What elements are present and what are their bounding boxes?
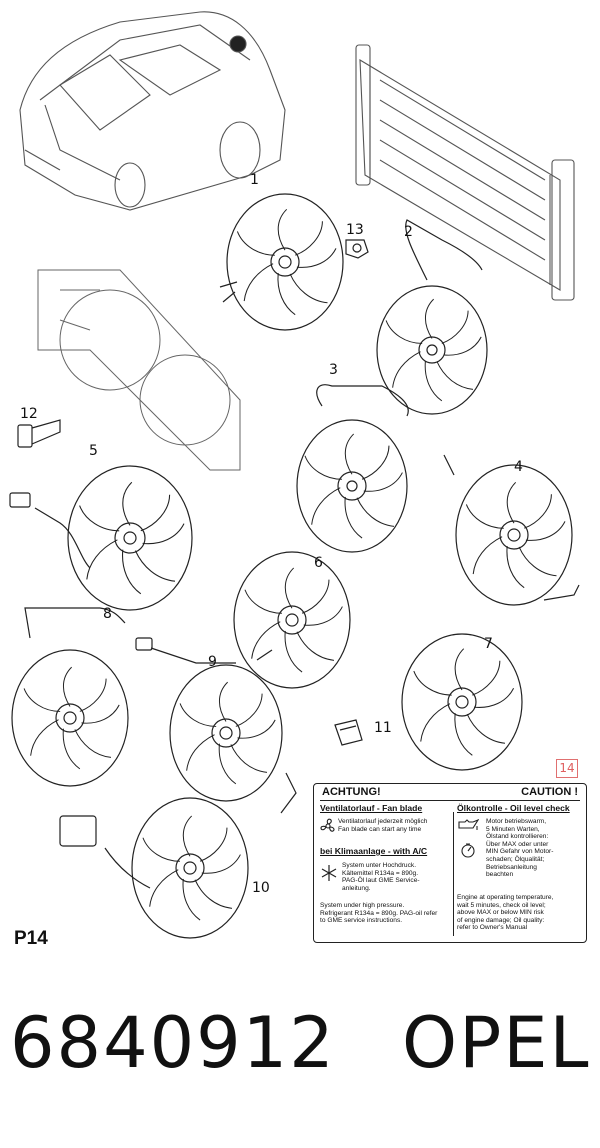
radiator-outline [355,44,575,301]
callout-5: 5 [89,443,98,459]
callout-13: 13 [346,222,364,238]
fan-shroud-outline [37,269,241,471]
callout-14: 14 [556,759,578,778]
caution-right-title: CAUTION ! [521,786,578,798]
brand-name: OPEL [402,1002,591,1084]
fan-assembly-3 [296,384,409,553]
connector-part-11 [334,719,363,746]
oil-level-text-english: Engine at operating temperature, wait 5 … [457,894,554,932]
timer-icon [461,843,475,858]
callout-12: 12 [20,406,38,422]
oil-level-heading: Ölkontrolle - Oil level check [457,803,570,813]
caution-left-title: ACHTUNG! [322,786,381,798]
part-number: 6840912 [10,1002,336,1084]
caution-label: ACHTUNG! CAUTION ! Ventilatorlauf - Fan … [313,783,587,943]
callout-6: 6 [314,555,323,571]
ac-text-english: System under high pressure. Refrigerant … [320,902,438,925]
ac-heading: bei Klimaanlage - with A/C [320,846,428,856]
fan-assembly-10 [59,797,249,939]
fan-warning-icon [320,818,335,832]
fan-assembly-4 [443,454,580,606]
fan-assembly-8 [11,607,129,787]
diagram-drawing [9,11,580,939]
snowflake-icon [321,865,337,881]
fan-assembly-9 [135,637,297,814]
plate-code: P14 [14,928,48,949]
fan-assembly-1 [219,193,344,331]
callout-10: 10 [252,880,270,896]
callout-8: 8 [103,606,112,622]
car-outline [19,11,286,211]
fan-assembly-7 [401,633,523,771]
oil-can-icon [458,819,479,830]
callout-3: 3 [329,362,338,378]
nut-part-13 [345,239,369,259]
callout-4: 4 [514,459,523,475]
callout-11: 11 [374,720,392,736]
caution-divider-top [320,800,580,801]
callout-9: 9 [208,654,217,670]
fan-blade-text: Ventilatorlauf jederzeit möglich Fan bla… [338,818,428,833]
callout-1: 1 [250,172,259,188]
fan-assembly-2 [376,219,488,415]
bolt-part-12 [17,419,61,448]
caution-divider-vertical [453,812,454,936]
callout-2: 2 [404,224,413,240]
oil-level-text-german: Motor betriebswarm, 5 Minuten Warten, Öl… [486,818,554,879]
fan-blade-heading: Ventilatorlauf - Fan blade [320,803,423,813]
fan-assembly-5 [9,465,193,611]
ac-text: System unter Hochdruck. Kältemittel R134… [342,862,420,892]
callout-7: 7 [484,636,493,652]
fan-assembly-6 [233,551,351,689]
exploded-parts-diagram: 1 2 3 4 5 6 7 8 9 10 11 12 13 14 ACHTUNG… [9,11,587,949]
